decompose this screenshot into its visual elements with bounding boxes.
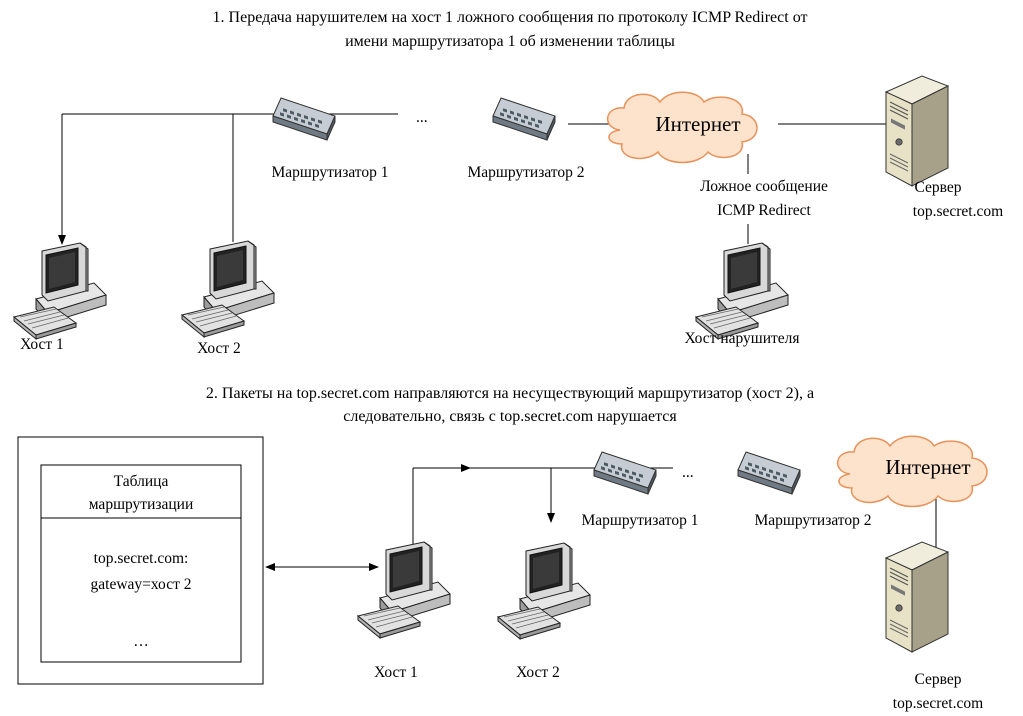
part1-server-icon [885, 75, 949, 187]
routing-table-title-line1: Таблица [114, 473, 169, 490]
part1-router-1 [272, 97, 336, 141]
part2-router-1 [593, 451, 657, 495]
part2-caption-line2: следовательно, связь с top.secret.com на… [343, 408, 677, 425]
routing-table-entry-line2: gateway=хост 2 [91, 576, 192, 593]
part2-host2-computer-icon [497, 542, 591, 640]
part1-host1-computer-icon [13, 242, 107, 340]
part2-ellipsis: ... [682, 464, 694, 481]
part2-host1-computer-icon [357, 541, 451, 639]
part1-ellipsis: ... [416, 109, 428, 126]
part2-caption-line1: 2. Пакеты на top.secret.com направляются… [206, 385, 814, 402]
part2: 2. Пакеты на top.secret.com направляются… [17, 385, 988, 712]
part2-router1-label: Маршрутизатор 1 [581, 512, 698, 529]
part1-internet-label: Интернет [655, 112, 740, 136]
part1-fake-message-line2: ICMP Redirect [717, 202, 811, 219]
part2-internet-label: Интернет [885, 455, 970, 479]
part1-router-2 [492, 97, 556, 141]
routing-table-entry-line1: top.secret.com: [94, 550, 189, 567]
part1-attacker-label: Хост нарушителя [684, 330, 799, 347]
part1: 1. Передача нарушителем на хост 1 ложног… [13, 9, 1003, 357]
part2-server-icon [885, 541, 949, 653]
routing-table [17, 436, 264, 685]
part1-server-label-line1: Сервер [914, 179, 961, 196]
part1-host2-computer-icon [181, 240, 275, 338]
part1-host1-label: Хост 1 [20, 336, 64, 353]
part1-router1-label: Маршрутизатор 1 [271, 164, 388, 181]
part2-host1-label: Хост 1 [374, 664, 418, 681]
part1-fake-message-line1: Ложное сообщение [700, 178, 828, 195]
part1-router2-label: Маршрутизатор 2 [467, 164, 584, 181]
part1-server-label-line2: top.secret.com [913, 203, 1003, 220]
part1-caption-line2: имени маршрутизатора 1 об изменении табл… [345, 33, 675, 50]
part1-caption-line1: 1. Передача нарушителем на хост 1 ложног… [213, 9, 808, 26]
routing-table-ellipsis: … [133, 633, 149, 650]
part2-router-2 [737, 451, 801, 495]
part1-links [58, 113, 888, 245]
part2-server-label-line1: Сервер [914, 671, 961, 688]
part1-host2-label: Хост 2 [197, 340, 241, 357]
part1-attacker-computer-icon [695, 242, 789, 340]
part2-router2-label: Маршрутизатор 2 [754, 512, 871, 529]
part2-host2-label: Хост 2 [516, 664, 560, 681]
part2-server-label-line2: top.secret.com [893, 695, 983, 712]
routing-table-title-line2: маршрутизации [89, 496, 194, 513]
